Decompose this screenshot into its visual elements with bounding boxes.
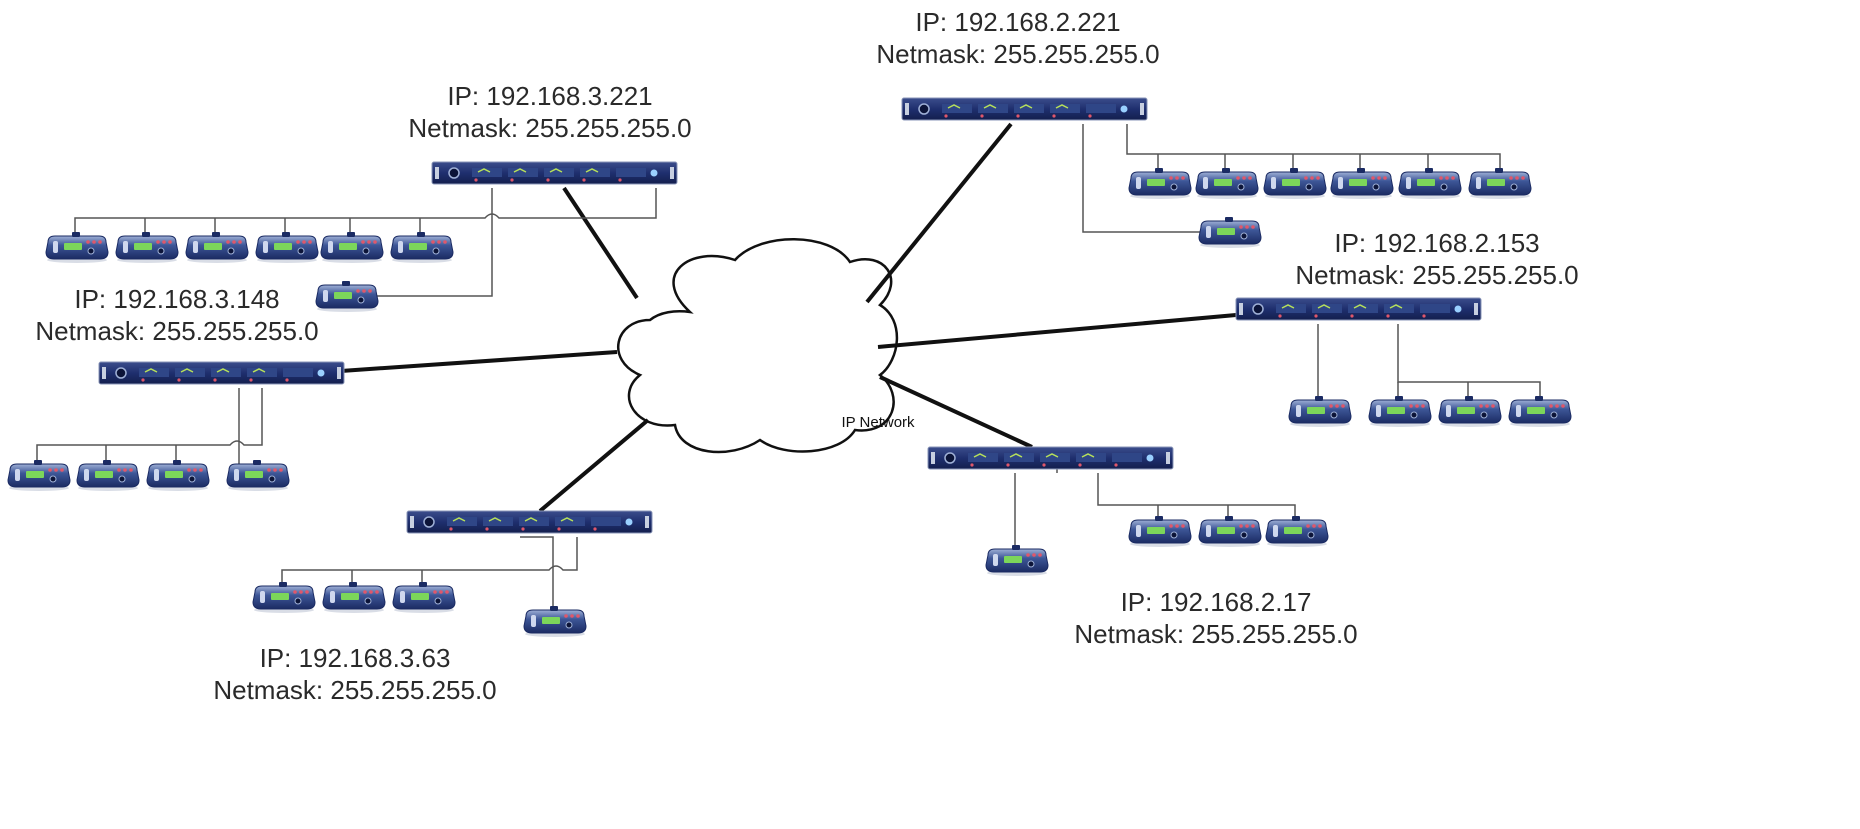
beltpack-device <box>252 581 316 614</box>
beltpack-device <box>1263 167 1327 200</box>
beltpack-device <box>1468 167 1532 200</box>
link-n3221 <box>562 186 639 300</box>
rack-unit-n3221 <box>431 161 678 185</box>
backbone-links <box>340 122 1237 513</box>
beltpack-device <box>115 231 179 264</box>
rack-unit-n363 <box>406 510 653 534</box>
beltpack-device <box>146 459 210 492</box>
beltpack-device <box>523 605 587 638</box>
netmask-text: Netmask: 255.255.255.0 <box>876 39 1160 69</box>
beltpack-device <box>76 459 140 492</box>
ip-network-label: IP Network <box>841 414 915 431</box>
ip-text: IP: 192.168.2.17 <box>1120 587 1312 617</box>
netmask-text: Netmask: 255.255.255.0 <box>1074 619 1358 649</box>
beltpack-device <box>1368 395 1432 428</box>
ip-network-cloud <box>617 238 899 454</box>
beltpack-device <box>45 231 109 264</box>
node-label-n2221: IP: 192.168.2.221 Netmask: 255.255.255.0 <box>863 6 1173 70</box>
rack-unit-n2153 <box>1235 297 1482 321</box>
beltpack-device <box>7 459 71 492</box>
beltpack-device <box>1195 167 1259 200</box>
ip-text: IP: 192.168.3.221 <box>447 81 653 111</box>
beltpack-device <box>1198 216 1262 249</box>
ip-text: IP: 192.168.2.221 <box>915 7 1121 37</box>
link-n217 <box>879 375 1033 449</box>
beltpack-device <box>1330 167 1394 200</box>
node-label-n2153: IP: 192.168.2.153 Netmask: 255.255.255.0 <box>1282 227 1592 291</box>
link-n3148 <box>340 350 618 373</box>
netmask-text: Netmask: 255.255.255.0 <box>213 675 497 705</box>
beltpack-device <box>1398 167 1462 200</box>
beltpack-device <box>322 581 386 614</box>
ip-text: IP: 192.168.2.153 <box>1334 228 1540 258</box>
node-label-n363: IP: 192.168.3.63 Netmask: 255.255.255.0 <box>200 642 510 706</box>
beltpack-device <box>392 581 456 614</box>
beltpack-device <box>985 544 1049 577</box>
beltpack-device <box>185 231 249 264</box>
netmask-text: Netmask: 255.255.255.0 <box>1295 260 1579 290</box>
beltpack-device <box>1265 515 1329 548</box>
node-label-n3221: IP: 192.168.3.221 Netmask: 255.255.255.0 <box>395 80 705 144</box>
rack-unit-n217 <box>927 446 1174 470</box>
beltpack-device <box>255 231 319 264</box>
node-label-n217: IP: 192.168.2.17 Netmask: 255.255.255.0 <box>1061 586 1371 650</box>
node-label-n3148: IP: 192.168.3.148 Netmask: 255.255.255.0 <box>22 283 332 347</box>
link-n363 <box>538 418 650 513</box>
beltpack-device <box>390 231 454 264</box>
rack-unit-n2221 <box>901 97 1148 121</box>
beltpack-device <box>1438 395 1502 428</box>
rack-unit-n3148 <box>98 361 345 385</box>
ip-text: IP: 192.168.3.63 <box>259 643 451 673</box>
beltpack-device <box>1288 395 1352 428</box>
link-n2153 <box>877 313 1237 349</box>
beltpack-device <box>1128 167 1192 200</box>
beltpack-device <box>1128 515 1192 548</box>
netmask-text: Netmask: 255.255.255.0 <box>408 113 692 143</box>
beltpack-device <box>1198 515 1262 548</box>
netmask-text: Netmask: 255.255.255.0 <box>35 316 319 346</box>
beltpack-device <box>226 459 290 492</box>
ip-text: IP: 192.168.3.148 <box>74 284 280 314</box>
link-n2221 <box>865 122 1013 304</box>
beltpack-device <box>320 231 384 264</box>
beltpack-device <box>1508 395 1572 428</box>
